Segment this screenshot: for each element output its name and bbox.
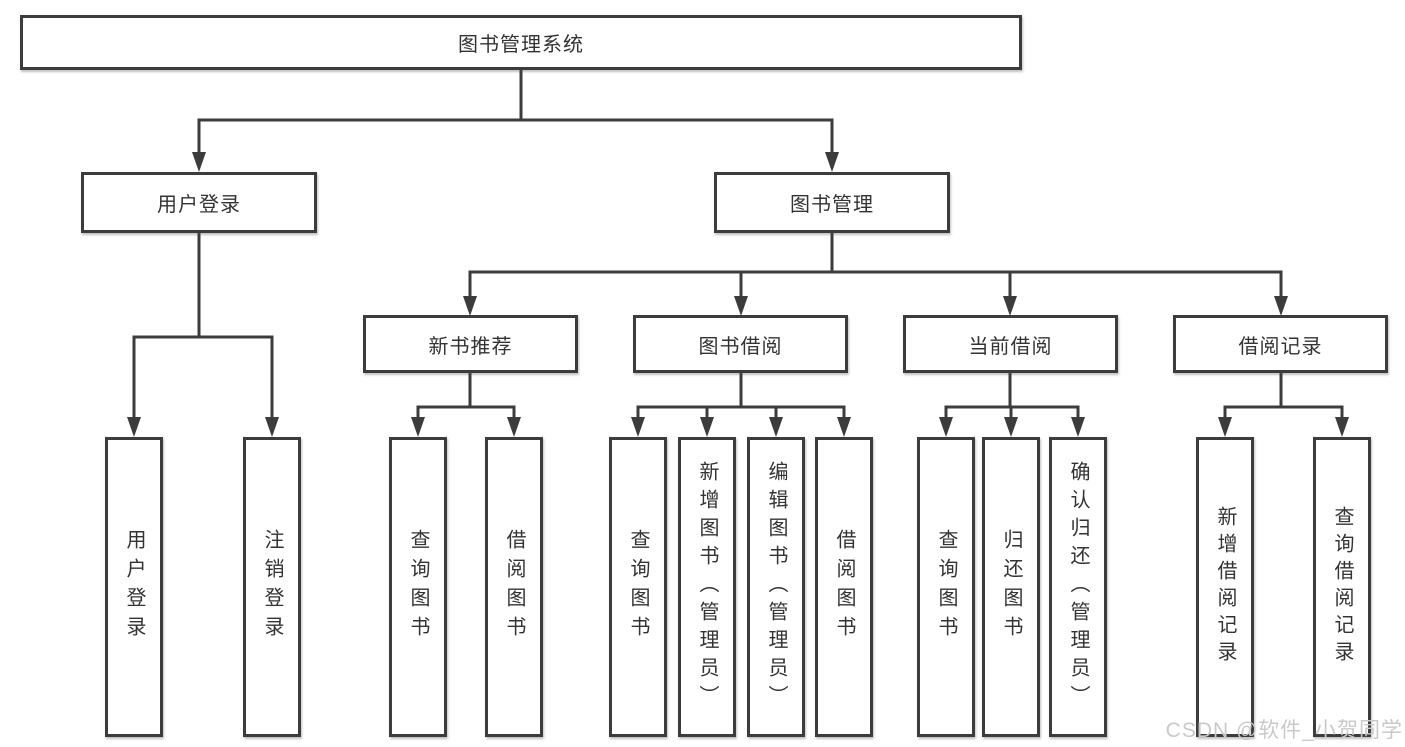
leaf-return-book: 归还图书 bbox=[982, 437, 1040, 737]
leaf-current-query-book: 查询图书 bbox=[917, 437, 975, 737]
leaf-edit-book-admin: 编辑图书（管理员） bbox=[747, 437, 805, 737]
leaf-confirm-return-admin: 确认归还（管理员） bbox=[1049, 437, 1107, 737]
leaf-recommend-borrow-book: 借阅图书 bbox=[485, 437, 543, 737]
csdn-watermark: CSDN @软件_小贺同学 bbox=[1165, 719, 1403, 742]
node-new-book-recommend: 新书推荐 bbox=[363, 315, 578, 373]
leaf-recommend-query-book: 查询图书 bbox=[389, 437, 447, 737]
leaf-logout: 注销登录 bbox=[243, 437, 301, 737]
node-book-management: 图书管理 bbox=[714, 172, 950, 233]
node-borrow-records: 借阅记录 bbox=[1173, 315, 1388, 373]
leaf-borrow-book: 借阅图书 bbox=[815, 437, 873, 737]
leaf-query-borrow-record: 查询借阅记录 bbox=[1313, 437, 1371, 737]
leaf-borrow-query-book: 查询图书 bbox=[609, 437, 667, 737]
node-user-login: 用户登录 bbox=[81, 172, 317, 233]
node-system-root: 图书管理系统 bbox=[20, 15, 1022, 70]
leaf-add-borrow-record: 新增借阅记录 bbox=[1196, 437, 1254, 737]
leaf-add-book-admin: 新增图书（管理员） bbox=[678, 437, 736, 737]
leaf-user-login: 用户登录 bbox=[105, 437, 163, 737]
node-current-borrow: 当前借阅 bbox=[903, 315, 1118, 373]
node-book-borrow: 图书借阅 bbox=[633, 315, 848, 373]
